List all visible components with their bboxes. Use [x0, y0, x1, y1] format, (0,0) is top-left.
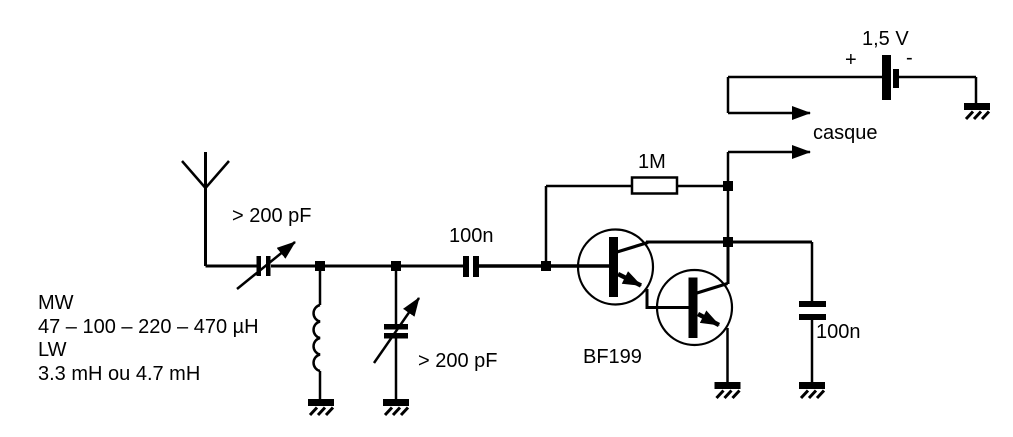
headphones-label: casque	[813, 122, 878, 144]
q2-emitter-arrow	[696, 310, 721, 327]
battery-symbol	[728, 55, 992, 121]
junction-dot	[722, 180, 734, 192]
antenna-icon	[181, 152, 230, 266]
headphone-taps	[726, 77, 811, 186]
trimmer-arrow	[236, 241, 296, 290]
antenna-trimmer-capacitor	[236, 241, 296, 290]
feedback-resistor-value-label: 1M	[638, 151, 666, 173]
junction-dot	[314, 260, 326, 272]
battery-voltage-label: 1,5 V	[862, 28, 909, 50]
q1-collector-line	[616, 240, 649, 254]
output-cap-value-label: 100n	[816, 321, 861, 343]
ground-symbol	[381, 397, 411, 417]
ground-symbol	[713, 380, 742, 400]
antenna-trimmer-value-label: > 200 pF	[232, 205, 312, 227]
tuning-variable-capacitor	[372, 266, 421, 417]
junction-dot	[390, 260, 402, 272]
transistor-q2	[655, 268, 742, 400]
battery-minus-label: -	[906, 47, 913, 69]
battery-plate-negative	[893, 69, 899, 88]
coil-mw-values-label: 47 – 100 – 220 – 470 µH	[38, 315, 259, 338]
coupling-cap-value-label: 100n	[449, 225, 494, 247]
coupling-capacitor	[463, 256, 479, 277]
q2-collector-line	[696, 281, 728, 295]
tuning-arrow	[372, 297, 421, 364]
battery-plate-positive	[882, 55, 891, 100]
feedback-resistor	[544, 176, 728, 266]
coil-lw-values-label: 3.3 mH ou 4.7 mH	[38, 362, 201, 385]
ground-symbol	[306, 397, 336, 417]
tuning-cap-value-label: > 200 pF	[418, 350, 498, 372]
coil-band-mw-label: MW	[38, 292, 74, 314]
junction-dot	[540, 260, 552, 272]
resistor-body	[630, 176, 679, 195]
tuning-coil-inductor	[306, 266, 336, 417]
interstage-wire	[645, 289, 689, 309]
q1-base-bar	[609, 237, 618, 297]
ground-symbol	[962, 101, 992, 121]
coil-value-notes: MW 47 – 100 – 220 – 470 µH LW 3.3 mH ou …	[38, 292, 259, 386]
transistor-q1	[576, 228, 655, 306]
output-capacitor	[797, 301, 827, 400]
transistor-type-label: BF199	[583, 346, 642, 368]
coil-band-lw-label: LW	[38, 339, 67, 361]
battery-plus-label: +	[845, 49, 857, 71]
ground-symbol	[797, 380, 827, 400]
junction-dot	[722, 236, 734, 248]
q1-emitter-arrow	[616, 271, 643, 288]
q2-base-bar	[688, 277, 698, 338]
